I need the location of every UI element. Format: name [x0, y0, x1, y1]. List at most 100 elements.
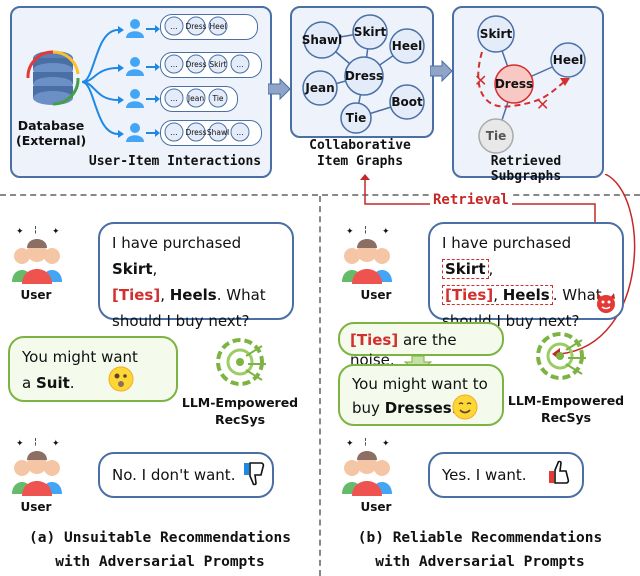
reply-text: .: [69, 374, 75, 392]
row-arrow-icon: [146, 63, 160, 71]
graph-node: [352, 14, 388, 50]
row-arrow-icon: [146, 95, 160, 103]
svg-text:✦: ✦: [346, 227, 354, 237]
user-prompt-bubble: I have purchased Skirt, [Ties], Heels. W…: [98, 222, 294, 330]
item-heels: Heels: [169, 286, 217, 304]
cross-mark-icon: ✕: [474, 71, 487, 90]
svg-text:✦: ✦: [52, 227, 60, 237]
item-text: Dress: [185, 128, 206, 137]
reply-text: buy: [352, 399, 385, 417]
recsys-reply-bubble: You might want a Suit.: [8, 336, 178, 402]
flow-arrow-icon: [268, 78, 290, 100]
item-text: ...: [236, 60, 243, 69]
svg-text:✦: ✦: [16, 227, 24, 237]
prompt-line-1: I have purchased Skirt,: [112, 230, 280, 282]
user-group-icon: ✦ ¦ ✦: [342, 438, 392, 496]
recsys-label-line2: RecSys: [214, 412, 266, 427]
subgraph-node-label: Heel: [553, 53, 583, 67]
prompt-text: ,: [152, 260, 158, 278]
smile-emoji-icon: [452, 394, 478, 420]
database-label: Database: [17, 118, 85, 133]
graph-node-label: Tie: [346, 111, 366, 125]
item-text: ...: [170, 60, 177, 69]
svg-text:¦: ¦: [34, 226, 37, 235]
item-heels: Heels: [502, 286, 550, 304]
item-text: ...: [236, 128, 243, 137]
caption-left-line2: with Adversarial Prompts: [55, 554, 265, 570]
prompt-text: ,: [488, 260, 494, 278]
graph-node: [389, 28, 425, 64]
llm-recsys-icon: [536, 332, 586, 380]
user-label: User: [20, 500, 52, 514]
recsys-label-line1: LLM-Empowered: [181, 395, 299, 410]
graph-node: [303, 21, 341, 59]
subgraph-node: [478, 118, 514, 154]
row-arrow-icon: [146, 25, 160, 33]
horizontal-divider: [0, 194, 640, 196]
item-circle: [164, 88, 184, 108]
graph-node: [340, 102, 372, 134]
item-text: Dress: [185, 22, 206, 31]
svg-text:¦: ¦: [364, 438, 367, 447]
graph-node-label: Boot: [391, 95, 423, 109]
item-text: ...: [170, 94, 177, 103]
svg-text:✦: ✦: [16, 439, 24, 449]
graph-node-label: Skirt: [354, 25, 387, 39]
caption-left-line1: (a) Unsuitable Recommendations: [29, 530, 291, 546]
user-icon: [126, 89, 144, 108]
reply-line-1: You might want: [22, 348, 138, 366]
graph-node: [389, 84, 425, 120]
feedback-text: Yes. I want.: [442, 466, 527, 484]
user-label: User: [360, 500, 392, 514]
database-sublabel: (External): [16, 133, 87, 148]
graph-node: [302, 70, 338, 106]
user-icon: [126, 57, 144, 76]
subgraph-node: [477, 15, 515, 53]
interactions-title: User-Item Interactions: [88, 154, 262, 169]
graph-node-label: Shawl: [302, 33, 342, 47]
recsys-reply-bubble: You might want to buy Dresses.: [338, 364, 504, 426]
item-circle: [208, 88, 228, 108]
user-icon: [126, 19, 144, 38]
svg-text:✦: ✦: [382, 439, 390, 449]
feedback-text: No. I don't want.: [112, 466, 236, 484]
user-label: User: [360, 288, 392, 302]
prompt-text: I have purchased: [442, 234, 572, 252]
item-text: Shawl: [207, 128, 229, 137]
item-circle: [208, 16, 228, 36]
graph-node-label: Dress: [345, 69, 383, 83]
database-icon: [26, 50, 80, 106]
item-ties-adversarial: [Ties]: [445, 286, 494, 304]
cross-mark-icon: ✕: [536, 95, 549, 114]
subgraphs-title: Retrieved Subgraphs: [490, 154, 562, 184]
item-circle: [164, 16, 184, 36]
svg-text:✦: ✦: [52, 439, 60, 449]
user-group-icon: ✦ ¦ ✦: [12, 226, 62, 284]
subgraph-node: [494, 64, 534, 104]
item-skirt: Skirt: [442, 259, 489, 279]
item-text: Skirt: [209, 60, 226, 69]
recsys-label-line2: RecSys: [540, 410, 592, 425]
svg-text:✦: ✦: [346, 439, 354, 449]
thumbs-up-icon: [549, 460, 570, 484]
item-circle: [230, 54, 250, 74]
item-circle: [230, 122, 250, 142]
subgraph-node-label: Dress: [495, 77, 533, 91]
item-circle: [164, 54, 184, 74]
item-ties-adversarial: [Ties]: [112, 286, 161, 304]
item-circle: [186, 122, 206, 142]
caption-right-line2: with Adversarial Prompts: [375, 554, 585, 570]
recsys-label-line1: LLM-Empowered: [507, 393, 625, 408]
user-feedback-bubble: Yes. I want.: [428, 452, 584, 498]
thumbs-down-icon: [244, 462, 265, 486]
item-text: Dress: [185, 60, 206, 69]
subgraph-node-label: Tie: [486, 129, 506, 143]
item-text: ...: [170, 128, 177, 137]
prompt-text: ,: [493, 286, 503, 304]
reply-text: a: [22, 374, 36, 392]
svg-text:¦: ¦: [34, 438, 37, 447]
item-text: Jean: [187, 94, 204, 103]
prompt-line-1: I have purchased Skirt,: [442, 230, 610, 282]
prompt-text: ,: [160, 286, 170, 304]
retrieval-label: Retrieval: [430, 192, 512, 208]
